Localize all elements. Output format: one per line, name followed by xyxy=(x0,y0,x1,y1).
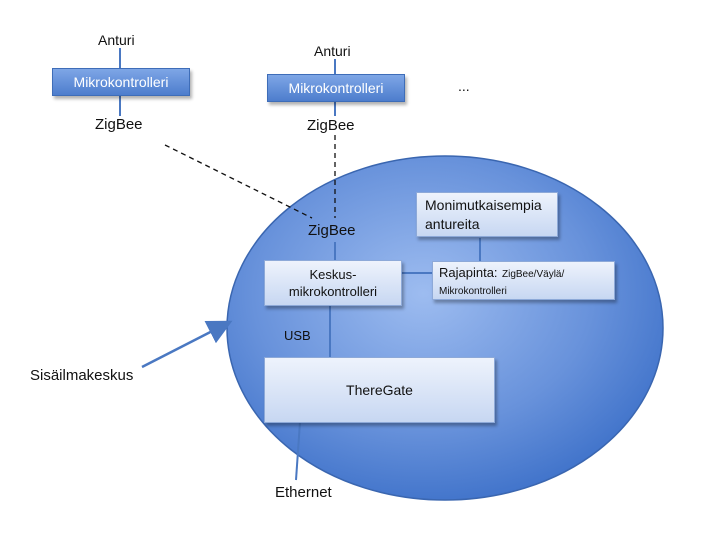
usb-label: USB xyxy=(284,328,311,343)
complex-sensors-line2: antureita xyxy=(425,215,480,232)
central-mcu-label-line2: mikrokontrolleri xyxy=(288,284,378,299)
interface-box: Rajapinta: ZigBee/Väylä/ Mikrokontroller… xyxy=(432,261,615,300)
indoor-hub-arrow xyxy=(141,320,233,369)
sensor-label-1: Anturi xyxy=(98,32,135,48)
gateway-to-ethernet-connector xyxy=(295,421,301,481)
interface-detail-line2: Mikrokontrolleri xyxy=(439,286,507,297)
theregate-label: ThereGate xyxy=(346,382,413,398)
ethernet-label: Ethernet xyxy=(275,484,332,501)
zigbee-label-2: ZigBee xyxy=(307,117,355,134)
microcontroller-box-2: Mikrokontrolleri xyxy=(267,74,405,102)
sensor-label-2: Anturi xyxy=(314,43,351,59)
zigbee-wireless-link-1 xyxy=(164,144,313,219)
more-nodes-ellipsis: ... xyxy=(458,78,470,94)
theregate-box: ThereGate xyxy=(264,357,495,423)
central-microcontroller-box: Keskus- mikrokontrolleri xyxy=(264,260,402,306)
hub-zigbee-label: ZigBee xyxy=(308,222,356,239)
complex-sensors-box: Monimutkaisempia antureita xyxy=(416,192,558,237)
interface-detail-line1: ZigBee/Väylä/ xyxy=(502,269,565,280)
complex-sensors-line1: Monimutkaisempia xyxy=(425,196,542,213)
indoor-hub-label: Sisäilmakeskus xyxy=(30,367,134,384)
interface-title: Rajapinta: xyxy=(439,265,498,280)
microcontroller-box-1: Mikrokontrolleri xyxy=(52,68,190,96)
central-mcu-label-line1: Keskus- xyxy=(309,267,357,282)
zigbee-label-1: ZigBee xyxy=(95,116,143,133)
